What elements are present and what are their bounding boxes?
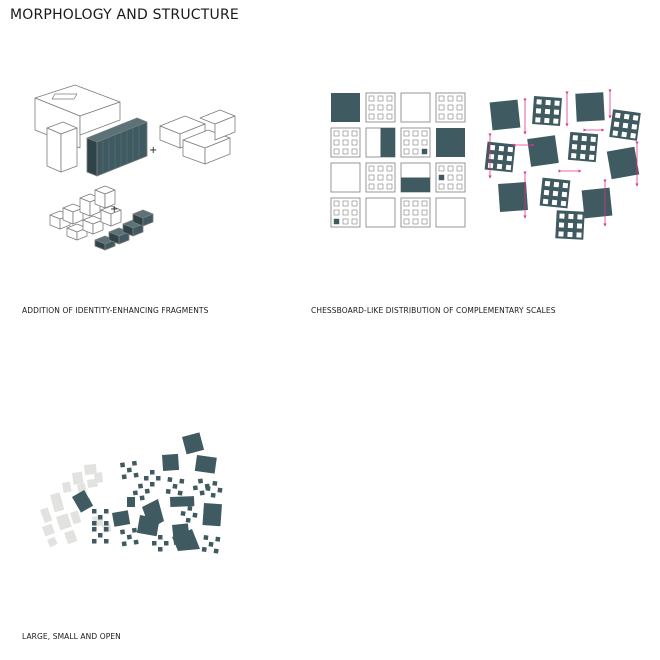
rotated-block-solid [606,146,640,180]
rotated-block-holes [567,131,599,163]
open-space-block [69,510,82,525]
page-title: MORPHOLOGY AND STRUCTURE [10,7,239,23]
rotated-block-solid [498,182,528,212]
large-building-block [194,454,217,474]
open-space-block [40,507,53,524]
large-building-block [142,499,164,529]
white-mass-right [79,101,121,136]
small-building-cluster [180,505,198,523]
large-building-block [172,529,200,551]
grid-cell-half-h [400,162,431,193]
open-space-block [49,492,65,513]
small-building-cluster [152,535,169,552]
rotated-block-solid [489,99,521,131]
rotated-blocks-diagram [484,89,641,240]
grid-cell-holes [365,162,396,193]
grid-cell-empty [400,92,431,123]
rotated-block-holes [609,109,641,141]
large-building-block [112,510,131,527]
open-space-block [64,529,78,545]
white-tower-left [46,127,62,173]
grid-cell-holes [400,127,431,158]
open-space-block [42,523,55,537]
caption-fragments: ADDITION OF IDENTITY-ENHANCING FRAGMENTS [22,306,209,315]
grid-cell-solid [436,128,465,157]
caption-chessboard: CHESSBOARD-LIKE DISTRIBUTION OF COMPLEME… [311,306,556,315]
grid-cell-holes [330,197,361,228]
small-building-cluster [165,477,185,496]
small-building-cluster [120,460,139,480]
plus-sign-1: + [149,145,157,156]
large-building-block [162,453,180,471]
white-tower-right [60,127,78,173]
dark-slab-side [96,121,148,177]
rotated-block-solid [581,187,613,219]
large-building-block [169,496,195,507]
rotated-block-holes [532,96,562,126]
grid-cell-solid [331,93,360,122]
large-building-block [182,432,205,455]
grid-cell-empty [435,197,466,228]
small-building-cluster [205,480,223,498]
open-space-block [62,481,72,493]
small-building-cluster [132,483,150,501]
small-building-cluster [120,527,139,547]
grid-cell-holes [435,92,466,123]
large-building-block [127,497,135,507]
open-space-block [84,463,97,475]
large-building-block [72,490,94,513]
grid-cell-empty [365,197,396,228]
grid-cell-holes [330,127,361,158]
large-building-block [202,503,222,527]
grid-cell-empty [330,162,361,193]
open-space-block [94,472,104,483]
grid-cell-holes [435,162,466,193]
grid-cell-holes [400,197,431,228]
small-building-cluster [201,535,221,554]
rotated-block-solid [527,135,559,167]
small-building-cluster [92,527,109,544]
grid-cell-holes [365,92,396,123]
small-building-cluster [144,470,161,487]
small-building-cluster [92,509,109,526]
grid-cell-half-v [365,127,396,158]
rotated-block-holes [484,141,516,173]
rotated-block-holes [539,177,571,209]
open-space-block [56,513,72,531]
open-space-block [72,471,84,485]
rotated-block-holes [555,210,585,240]
chessboard-grid [330,92,466,228]
dark-slab-front [86,137,98,177]
figure-ground-plan [40,432,223,554]
plus-sign-2: + [110,204,118,215]
fragments-diagram: + + [34,84,236,251]
caption-open: LARGE, SMALL AND OPEN [22,632,121,641]
open-space-block [47,536,58,548]
rotated-block-solid [575,92,605,122]
